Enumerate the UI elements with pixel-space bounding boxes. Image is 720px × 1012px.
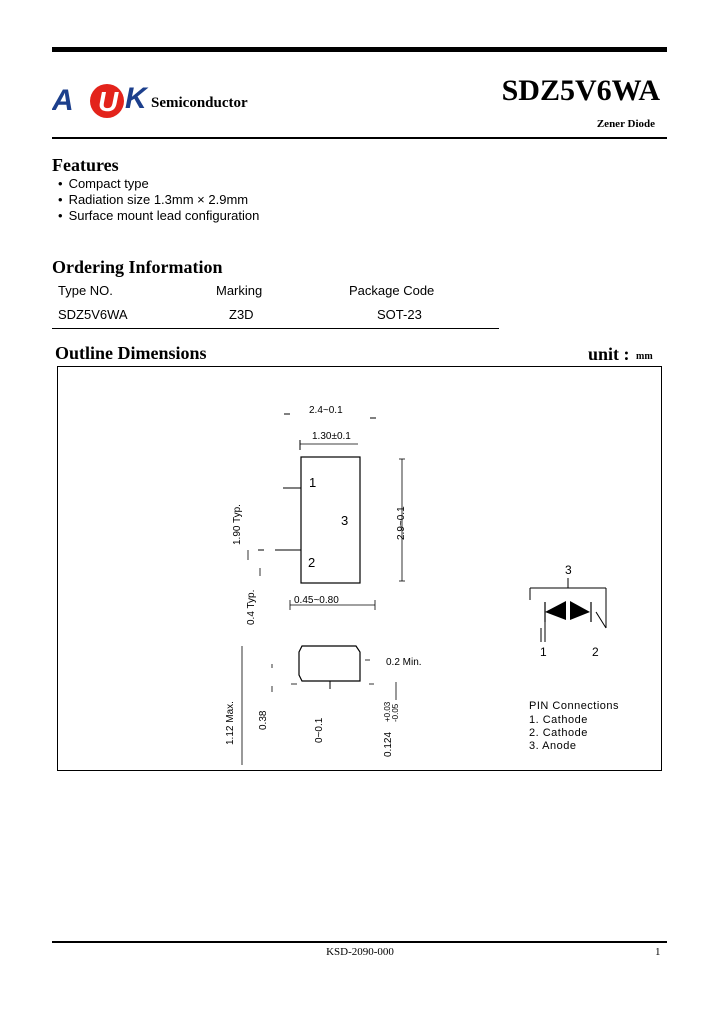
doc-code: KSD-2090-000 [326,946,394,958]
cell-type: SDZ5V6WA [58,307,128,322]
page-number: 1 [655,946,661,958]
pin-label-2: 2 [308,555,316,570]
dim-body-width: 1.30±0.1 [312,431,351,442]
dim-lead-width: 0.45~0.80 [294,595,339,606]
ordering-heading: Ordering Information [52,257,223,277]
unit-label: unit : [588,344,630,364]
logo-circle [90,84,124,118]
pin-connection-item: 2. Cathode [529,727,588,739]
schematic-pin-3: 3 [565,563,572,577]
top-rule [52,47,667,52]
dim-pin-pitch: 1.90 Typ. [232,504,243,545]
cell-marking: Z3D [229,307,254,322]
header-rule [52,137,667,139]
device-type: Zener Diode [596,118,655,130]
column-header-type: Type NO. [58,283,113,298]
auk-logo: A U [52,84,124,118]
features-list: Compact type Radiation size 1.3mm × 2.9m… [58,176,260,224]
pin-connection-item: 1. Cathode [529,714,588,726]
dim-lead-offset: 0.4 Typ. [246,589,257,625]
unit-value: mm [636,351,653,362]
logo-letter-u: U [98,86,119,117]
column-header-marking: Marking [216,283,263,298]
cell-package: SOT-23 [377,307,422,322]
dim-lead-min: 0.2 Min. [386,657,422,668]
dim-lead-tol-minus: -0.05 [391,703,400,722]
pin-label-1: 1 [309,475,317,490]
dim-lead-thickness: 0.124 [383,731,394,757]
features-heading: Features [52,155,119,175]
schematic-pin-1: 1 [540,645,547,659]
logo-letter-k: K [125,82,147,115]
feature-item: Surface mount lead configuration [58,208,260,224]
company-name: Semiconductor [151,95,248,111]
table-rule [52,328,499,329]
pin-connection-item: 3. Anode [529,740,577,752]
dim-height-max: 1.12 Max. [225,701,236,745]
pin-connections-title: PIN Connections [529,700,620,712]
dim-standoff-b: 0~0.1 [314,717,325,743]
feature-item: Compact type [58,176,259,192]
dim-body-length: 2.9~0.1 [396,506,407,540]
part-number-title: SDZ5V6WA [501,74,660,107]
package-body-side [298,645,361,682]
diode-left [545,601,566,620]
footer-rule [52,941,667,943]
diode-right [570,601,590,620]
package-body-top [300,456,361,584]
pin-label-3: 3 [341,513,349,528]
outline-heading: Outline Dimensions [55,343,207,363]
outline-box [57,366,662,771]
schematic-pin-2: 2 [592,645,599,659]
dim-standoff-a: 0.38 [258,710,269,730]
logo-letter-a: A [52,84,74,117]
feature-item: Radiation size 1.3mm × 2.9mm [58,192,259,208]
dim-width-overall: 2.4~0.1 [309,405,343,416]
column-header-package: Package Code [349,283,435,298]
